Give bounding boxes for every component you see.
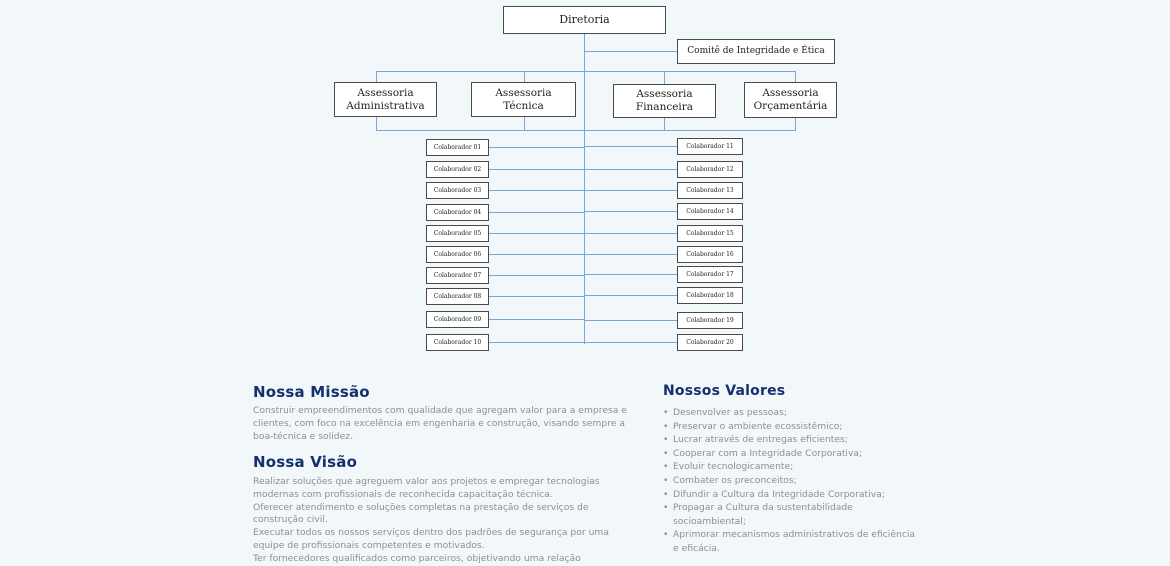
connector-line: [489, 275, 584, 276]
missao-title: Nossa Missão: [253, 383, 370, 401]
valores-item: Difundir a Cultura da Integridade Corpor…: [663, 488, 923, 502]
visao-title: Nossa Visão: [253, 453, 358, 471]
colaborador-box: Colaborador 16: [677, 246, 743, 263]
valores-item: Desenvolver as pessoas;: [663, 406, 923, 420]
valores-item: Preservar o ambiente ecossistêmico;: [663, 420, 923, 434]
valores-item: Propagar a Cultura da sustentabilidade s…: [663, 501, 923, 528]
colaborador-box: Colaborador 03: [426, 182, 489, 199]
valores-item: Aprimorar mecanismos administrativos de …: [663, 528, 923, 555]
visao-paragraph: Realizar soluções que agreguem valor aos…: [253, 476, 600, 500]
colaborador-box: Colaborador 06: [426, 246, 489, 263]
diretoria-box: Diretoria: [503, 6, 666, 34]
connector-line: [489, 147, 584, 148]
connector-line: [489, 212, 584, 213]
missao-text: Construir empreendimentos com qualidade …: [253, 405, 628, 443]
connector-line: [524, 71, 525, 84]
colaborador-box: Colaborador 13: [677, 182, 743, 199]
colaborador-box: Colaborador 20: [677, 334, 743, 351]
connector-line: [584, 146, 677, 147]
connector-line: [664, 118, 665, 131]
connector-line: [376, 130, 796, 131]
connector-line: [584, 211, 677, 212]
colaborador-box: Colaborador 15: [677, 225, 743, 242]
connector-line: [489, 342, 584, 343]
colaborador-box: Colaborador 01: [426, 139, 489, 156]
connector-line: [524, 117, 525, 131]
connector-line: [489, 254, 584, 255]
connector-line: [376, 71, 796, 72]
colaborador-box: Colaborador 04: [426, 204, 489, 221]
valores-item: Combater os preconceitos;: [663, 474, 923, 488]
visao-paragraph: Oferecer atendimento e soluções completa…: [253, 501, 589, 526]
connector-line: [489, 190, 584, 191]
valores-title: Nossos Valores: [663, 383, 786, 399]
visao-paragraph: Ter fornecedores qualificados como parce…: [253, 552, 581, 564]
connector-line: [584, 254, 677, 255]
connector-line: [584, 190, 677, 191]
valores-item: Lucrar através de entregas eficientes;: [663, 433, 923, 447]
missao-paragraph: Construir empreendimentos com qualidade …: [253, 405, 627, 442]
connector-line: [584, 274, 677, 275]
connector-line: [584, 342, 677, 343]
colaborador-box: Colaborador 19: [677, 312, 743, 329]
connector-line: [489, 169, 584, 170]
connector-line: [584, 233, 677, 234]
colaborador-box: Colaborador 11: [677, 138, 743, 155]
connector-line: [489, 319, 584, 320]
colaborador-box: Colaborador 18: [677, 287, 743, 304]
colaborador-box: Colaborador 05: [426, 225, 489, 242]
visao-paragraph: Executar todos os nossos serviços dentro…: [253, 527, 609, 551]
valores-item: Cooperar com a Integridade Corporativa;: [663, 447, 923, 461]
colaborador-box: Colaborador 12: [677, 161, 743, 178]
visao-text: Realizar soluções que agreguem valor aos…: [253, 476, 628, 566]
valores-list: Desenvolver as pessoas; Preservar o ambi…: [663, 406, 923, 556]
colaborador-box: Colaborador 09: [426, 311, 489, 328]
connector-line: [584, 295, 677, 296]
connector-line: [584, 51, 677, 52]
colaborador-box: Colaborador 02: [426, 161, 489, 178]
comite-box: Comitê de Integridade e Ética: [677, 39, 835, 64]
colaborador-box: Colaborador 07: [426, 267, 489, 284]
colaborador-box: Colaborador 10: [426, 334, 489, 351]
connector-line: [664, 71, 665, 84]
connector-line: [584, 169, 677, 170]
connector-line: [584, 33, 585, 344]
colaborador-box: Colaborador 17: [677, 266, 743, 283]
colaborador-box: Colaborador 14: [677, 203, 743, 220]
connector-line: [489, 233, 584, 234]
connector-line: [489, 296, 584, 297]
colaborador-box: Colaborador 08: [426, 288, 489, 305]
connector-line: [584, 320, 677, 321]
valores-item: Evoluir tecnologicamente;: [663, 460, 923, 474]
